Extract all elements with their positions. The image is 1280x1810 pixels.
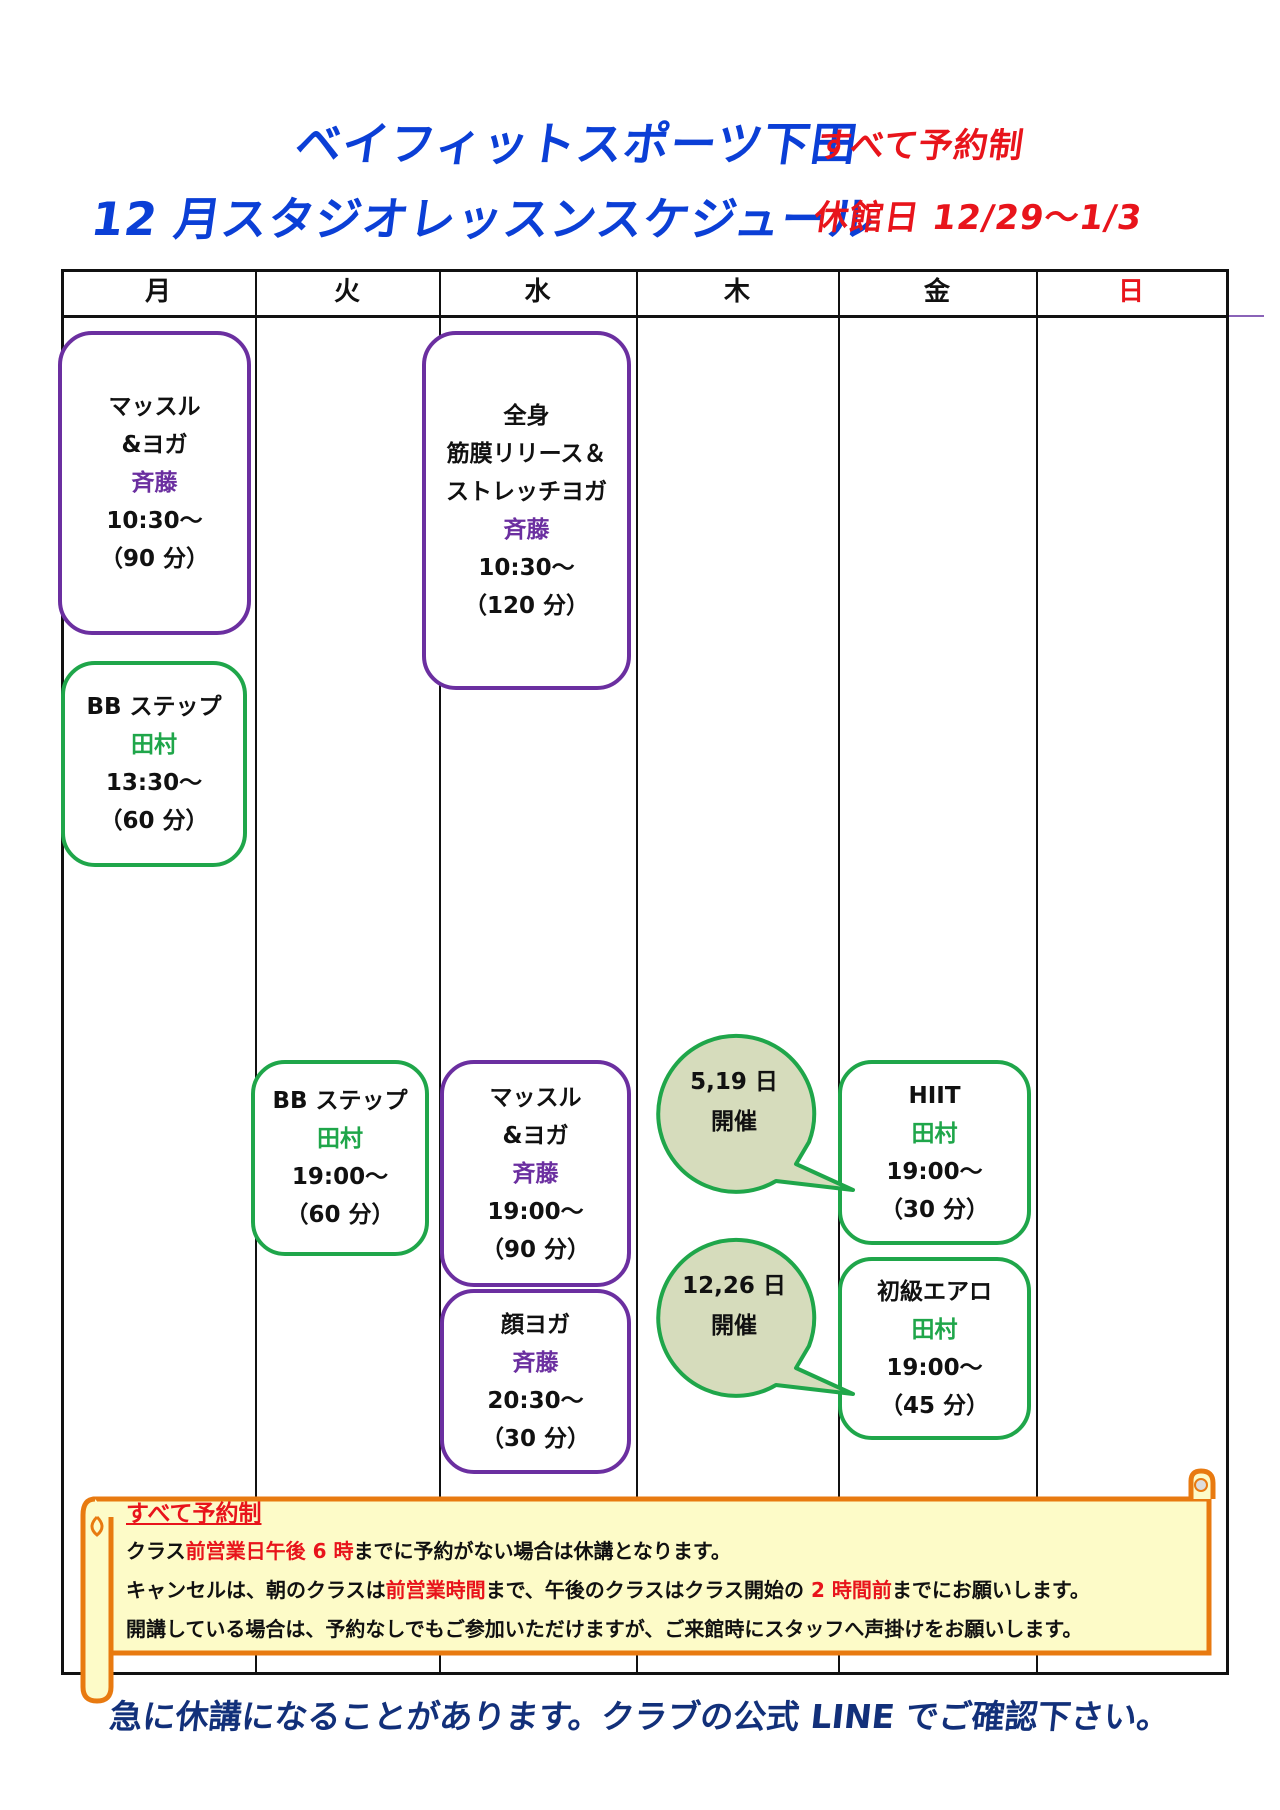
lesson-text: 顔ヨガ (501, 1311, 570, 1338)
notice-line-1: クラス前営業日午後 6 時までに予約がない場合は休講となります。 (126, 1535, 731, 1564)
lesson-text: 19:00～ (886, 1158, 983, 1185)
lesson-text: （60 分） (285, 1202, 395, 1228)
instructor-name: 斉藤 (503, 516, 550, 543)
instructor-name: 田村 (911, 1120, 958, 1147)
lesson-text: （90 分） (480, 1236, 590, 1263)
instructor-name: 斉藤 (512, 1160, 559, 1187)
instructor-name: 田村 (317, 1126, 363, 1152)
lesson-card: マッスル&ヨガ斉藤 19:00～ （90 分） (440, 1060, 631, 1287)
lesson-text: マッスル (108, 394, 201, 420)
lesson-text: （90 分） (99, 546, 209, 572)
lesson-text: 19:00～ (487, 1198, 584, 1225)
day-header: 金 (923, 277, 950, 307)
lesson-text: 20:30～ (487, 1387, 584, 1414)
column-divider (1036, 269, 1038, 1672)
day-header: 木 (723, 277, 750, 307)
lesson-text: （30 分） (879, 1196, 989, 1223)
lesson-text: （30 分） (480, 1425, 590, 1452)
lesson-text: &ヨガ (121, 432, 188, 458)
lesson-text: BB ステップ (86, 694, 222, 720)
column-divider (838, 269, 840, 1672)
lesson-card: 顔ヨガ斉藤 20:30～ （30 分） (440, 1289, 631, 1474)
day-header: 水 (524, 277, 551, 307)
notice-text: キャンセルは、朝のクラスは (126, 1578, 386, 1602)
lesson-card: BB ステップ田村 19:00～ （60 分） (251, 1060, 429, 1256)
column-divider (636, 269, 638, 1672)
column-divider (439, 269, 441, 1672)
highlight-text: 前営業時間 (385, 1578, 486, 1602)
callout-dates: 5,19 日 (690, 1069, 778, 1095)
footer-warning: 急に休講になることがあります。クラブの公式 LINE でご確認下さい。 (107, 1697, 1172, 1736)
purple-edge-mark (1226, 315, 1264, 317)
notice-text: 開講している場合は、予約なしでもご参加いただけますが、ご来館時にスタッフへ声掛け… (126, 1617, 1083, 1641)
scroll-shape (80, 1468, 1216, 1704)
notice-scroll (80, 1468, 1216, 1704)
lesson-text: 10:30～ (478, 554, 575, 581)
callout-text: 5,19 日開催 (656, 1062, 812, 1142)
day-header: 日 (1117, 277, 1144, 307)
lesson-text: マッスル (489, 1084, 582, 1111)
instructor-name: 斉藤 (512, 1349, 559, 1376)
notice-text: までに予約がない場合は休講となります。 (353, 1539, 731, 1563)
notice-text: までにお願いします。 (891, 1578, 1090, 1602)
lesson-text: 13:30～ (105, 770, 203, 796)
lesson-text: BB ステップ (272, 1088, 408, 1114)
lesson-text: 初級エアロ (877, 1278, 992, 1305)
schedule-title: 12 月スタジオレッスンスケジュール (87, 192, 880, 246)
lesson-text: HIIT (908, 1082, 961, 1109)
column-divider (1226, 269, 1229, 1672)
gym-name: ベイフィットスポーツ下田 (291, 117, 862, 171)
instructor-name: 田村 (911, 1316, 958, 1343)
lesson-text: 全身 (503, 402, 550, 429)
highlight-text: 前営業日午後 6 時 (185, 1539, 354, 1563)
highlight-text: 2 時間前 (810, 1578, 892, 1602)
lesson-text: 10:30～ (106, 508, 203, 534)
notice-line-2: キャンセルは、朝のクラスは前営業時間まで、午後のクラスはクラス開始の 2 時間前… (126, 1574, 1090, 1603)
header-bottom-border (61, 315, 1229, 318)
lesson-text: 19:00～ (291, 1164, 389, 1190)
lesson-text: （45 分） (879, 1392, 989, 1419)
day-header: 月 (144, 277, 171, 307)
callout-label: 開催 (711, 1109, 757, 1135)
lesson-text: （120 分） (463, 592, 590, 619)
callout-label: 開催 (711, 1313, 757, 1339)
notice-heading: すべて予約制 (126, 1501, 262, 1527)
table-top-border (61, 269, 1229, 272)
day-header: 火 (333, 277, 360, 307)
callout-text: 12,26 日開催 (656, 1266, 812, 1346)
callout-bubble (656, 1237, 855, 1398)
column-divider (255, 269, 257, 1672)
table-bottom-border (61, 1672, 1229, 1675)
lesson-card: BB ステップ田村 13:30～ （60 分） (61, 661, 247, 867)
instructor-name: 斉藤 (131, 470, 178, 496)
lesson-text: 19:00～ (886, 1354, 983, 1381)
closed-days: 休館日 12/29～1/3 (811, 198, 1145, 238)
column-divider (61, 269, 64, 1672)
notice-line-3: 開講している場合は、予約なしでもご参加いただけますが、ご来館時にスタッフへ声掛け… (126, 1613, 1082, 1642)
lesson-card: 初級エアロ田村 19:00～ （45 分） (838, 1257, 1031, 1440)
lesson-text: ストレッチヨガ (446, 478, 607, 505)
lesson-card: マッスル&ヨガ斉藤 10:30～ （90 分） (58, 331, 251, 635)
lesson-text: （60 分） (99, 808, 209, 834)
reservation-note: すべて予約制 (814, 126, 1027, 166)
lesson-card: HIIT 田村 19:00～ （30 分） (838, 1060, 1031, 1245)
callout-bubble (656, 1033, 855, 1194)
notice-text: まで、午後のクラスはクラス開始の (485, 1578, 811, 1602)
notice-text: クラス (126, 1539, 186, 1563)
callout-dates: 12,26 日 (682, 1273, 786, 1299)
lesson-text: 筋膜リリース＆ (446, 440, 607, 467)
lesson-text: &ヨガ (502, 1122, 569, 1149)
instructor-name: 田村 (131, 732, 177, 758)
lesson-card: 全身筋膜リリース＆ ストレッチヨガ斉藤 10:30～ （120 分） (422, 331, 631, 690)
